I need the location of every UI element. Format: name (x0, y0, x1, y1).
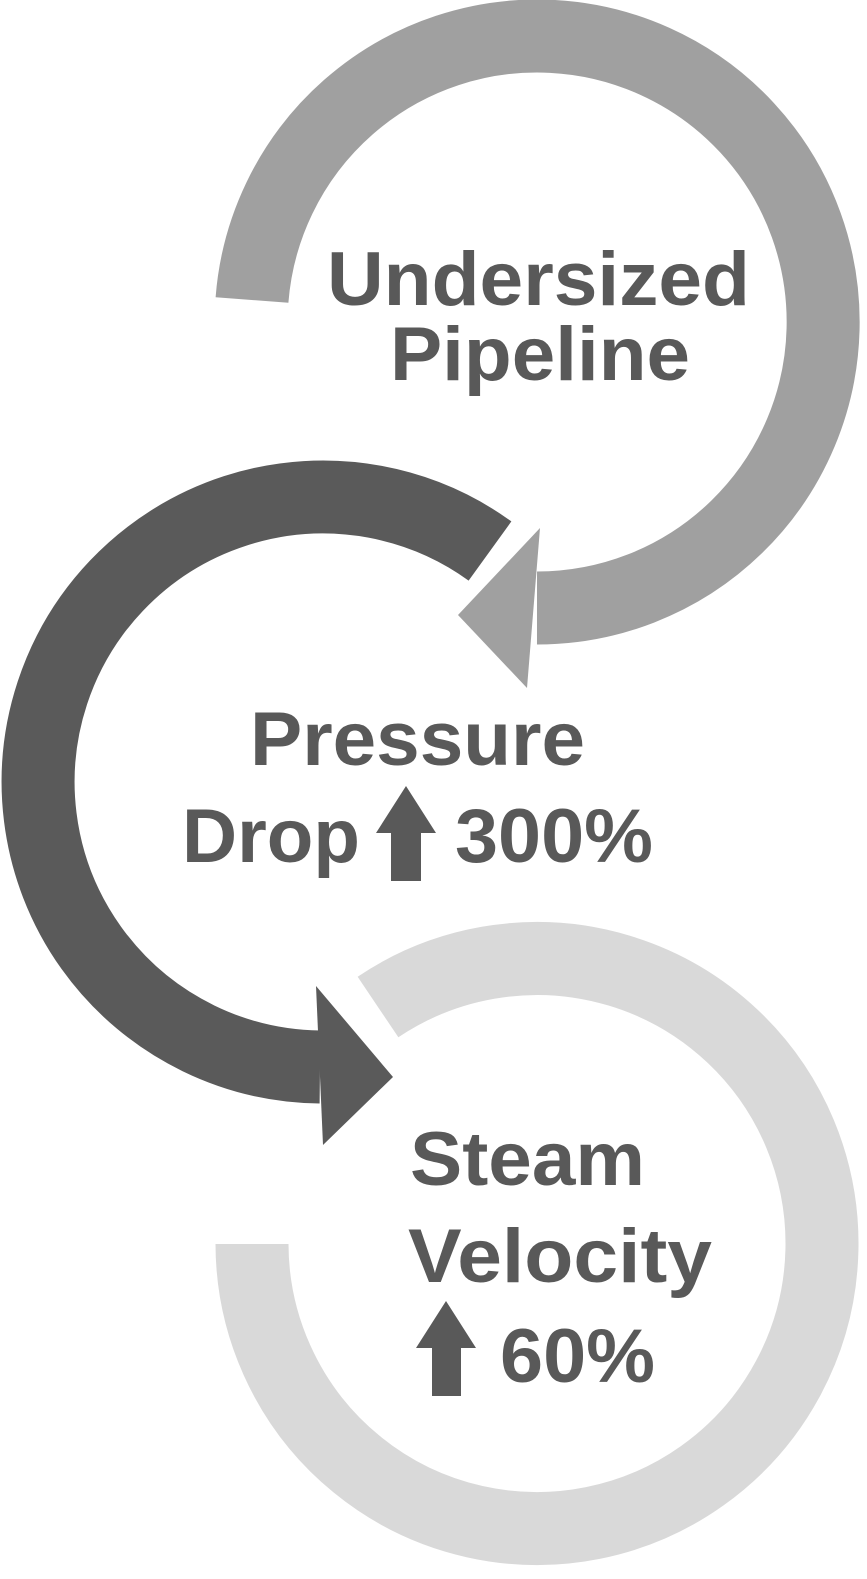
stage-ring-pressure-drop (1, 460, 512, 1145)
stage-2-title-line2: Drop (182, 794, 360, 879)
ring-arc (215, 0, 860, 645)
stage-3-change-value: 60% (500, 1314, 655, 1399)
stage-ring-steam-velocity (215, 922, 859, 1566)
stage-2-change-value: 300% (455, 794, 653, 879)
stage-3-title-line1: Steam (410, 1117, 645, 1202)
arrowhead-icon (316, 986, 393, 1145)
stage-1-title-line1: Undersized (327, 237, 750, 322)
arrowhead-icon (458, 528, 540, 688)
stage-2-title-line1: Pressure (250, 697, 585, 782)
up-arrow-icon (376, 786, 436, 881)
stage-ring-undersized-pipeline (215, 0, 860, 688)
ring-arc (1, 460, 512, 1104)
up-arrow-icon (416, 1301, 476, 1396)
ring-arc (215, 922, 859, 1566)
stage-3-title-line2: Velocity (408, 1214, 712, 1299)
stage-1-title-line2: Pipeline (390, 312, 690, 397)
